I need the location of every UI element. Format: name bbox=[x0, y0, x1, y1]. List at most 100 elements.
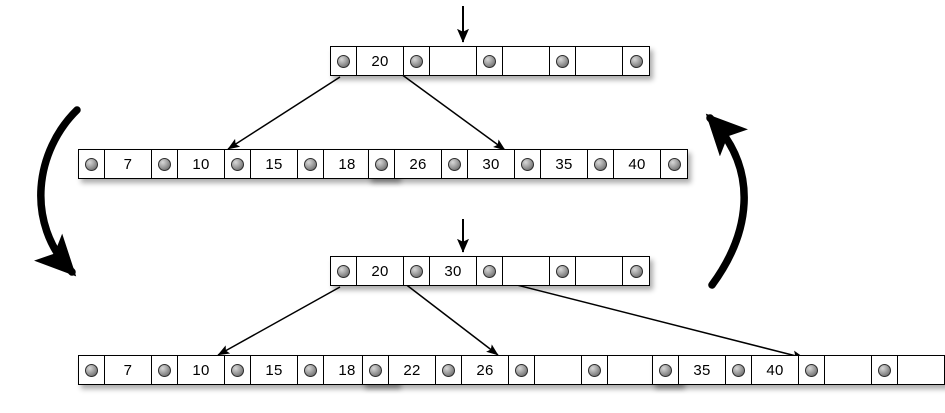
key-cell[interactable]: 18 bbox=[324, 150, 371, 178]
pointer-cell[interactable] bbox=[477, 47, 503, 75]
pointer-cell[interactable] bbox=[225, 150, 251, 178]
key-cell[interactable] bbox=[825, 356, 872, 384]
pointer-cell[interactable] bbox=[550, 257, 576, 285]
key-cell[interactable]: 35 bbox=[541, 150, 588, 178]
key-cell[interactable] bbox=[503, 257, 550, 285]
pointer-cell[interactable] bbox=[225, 356, 251, 384]
key-cell[interactable] bbox=[576, 47, 623, 75]
key-cell[interactable] bbox=[430, 47, 477, 75]
key-cell[interactable] bbox=[535, 356, 582, 384]
pointer-dot-icon bbox=[304, 363, 317, 377]
key-cell[interactable] bbox=[608, 356, 655, 384]
key-cell[interactable] bbox=[503, 47, 550, 75]
pointer-cell[interactable] bbox=[653, 356, 679, 384]
pointer-cell[interactable] bbox=[623, 257, 649, 285]
pointer-dot-icon bbox=[448, 157, 461, 171]
key-cell[interactable]: 10 bbox=[178, 356, 225, 384]
pointer-cell[interactable] bbox=[550, 47, 576, 75]
pointer-cell[interactable] bbox=[331, 47, 357, 75]
key-cell[interactable]: 26 bbox=[462, 356, 509, 384]
key-cell[interactable]: 30 bbox=[468, 150, 515, 178]
key-cell[interactable] bbox=[576, 257, 623, 285]
pointer-dot-icon bbox=[369, 363, 382, 377]
pointer-dot-icon bbox=[410, 264, 423, 278]
pointer-cell[interactable] bbox=[404, 257, 430, 285]
pointer-dot-icon bbox=[483, 264, 496, 278]
pointer-dot-icon bbox=[304, 157, 317, 171]
pointer-dot-icon bbox=[556, 264, 569, 278]
key-cell[interactable]: 26 bbox=[395, 150, 442, 178]
pointer-arrow-top-right bbox=[400, 73, 506, 151]
pointer-dot-icon bbox=[667, 157, 681, 171]
leaf-node-before-left[interactable]: 7 10 15 18 bbox=[78, 149, 398, 179]
pointer-cell[interactable] bbox=[477, 257, 503, 285]
pointer-dot-icon bbox=[375, 157, 388, 171]
pointer-dot-icon bbox=[521, 157, 534, 171]
pointer-cell[interactable] bbox=[331, 257, 357, 285]
key-cell[interactable]: 40 bbox=[614, 150, 661, 178]
pointer-cell[interactable] bbox=[623, 47, 649, 75]
leaf-node-after-middle[interactable]: 22 26 bbox=[362, 355, 682, 385]
pointer-dot-icon bbox=[337, 54, 350, 68]
key-cell[interactable]: 20 bbox=[357, 47, 404, 75]
pointer-cell[interactable] bbox=[404, 47, 430, 75]
pointer-dot-icon bbox=[231, 363, 244, 377]
pointer-dot-icon bbox=[556, 54, 569, 68]
pointer-cell[interactable] bbox=[872, 356, 898, 384]
pointer-dot-icon bbox=[442, 363, 455, 377]
leaf-node-before-right[interactable]: 26 30 35 40 bbox=[368, 149, 688, 179]
pointer-dot-icon bbox=[158, 157, 171, 171]
pointer-cell[interactable] bbox=[442, 150, 468, 178]
root-node-before[interactable]: 20 bbox=[330, 46, 650, 76]
pointer-arrow-bottom-left bbox=[217, 286, 341, 356]
pointer-dot-icon bbox=[629, 54, 643, 68]
pointer-cell[interactable] bbox=[436, 356, 462, 384]
pointer-cell[interactable] bbox=[726, 356, 752, 384]
key-cell[interactable] bbox=[898, 356, 945, 384]
pointer-cell[interactable] bbox=[152, 356, 178, 384]
pointer-dot-icon bbox=[629, 264, 643, 278]
pointer-cell[interactable] bbox=[363, 356, 389, 384]
pointer-cell[interactable] bbox=[79, 150, 105, 178]
key-cell[interactable]: 7 bbox=[105, 356, 152, 384]
key-cell[interactable]: 40 bbox=[752, 356, 799, 384]
key-cell[interactable]: 35 bbox=[679, 356, 726, 384]
pointer-cell[interactable] bbox=[588, 150, 614, 178]
pointer-dot-icon bbox=[515, 363, 528, 377]
pointer-dot-icon bbox=[337, 264, 350, 278]
key-cell[interactable]: 10 bbox=[178, 150, 225, 178]
pointer-cell[interactable] bbox=[152, 150, 178, 178]
pointer-cell[interactable] bbox=[298, 356, 324, 384]
key-cell[interactable]: 22 bbox=[389, 356, 436, 384]
pointer-arrow-bottom-middle bbox=[403, 282, 499, 356]
pointer-cell[interactable] bbox=[369, 150, 395, 178]
pointer-dot-icon bbox=[85, 363, 98, 377]
key-cell[interactable]: 20 bbox=[357, 257, 404, 285]
transition-arrow-left bbox=[34, 106, 81, 277]
pointer-dot-icon bbox=[158, 363, 171, 377]
pointer-dot-icon bbox=[231, 157, 244, 171]
key-cell[interactable]: 30 bbox=[430, 257, 477, 285]
pointer-cell[interactable] bbox=[661, 150, 687, 178]
leaf-node-after-right[interactable]: 35 40 bbox=[652, 355, 945, 385]
pointer-cell[interactable] bbox=[298, 150, 324, 178]
pointer-cell[interactable] bbox=[509, 356, 535, 384]
pointer-cell[interactable] bbox=[799, 356, 825, 384]
pointer-arrow-top-left bbox=[227, 76, 341, 150]
pointer-cell[interactable] bbox=[79, 356, 105, 384]
pointer-cell[interactable] bbox=[515, 150, 541, 178]
key-cell[interactable]: 15 bbox=[251, 150, 298, 178]
pointer-dot-icon bbox=[805, 363, 818, 377]
pointer-dot-icon bbox=[732, 363, 745, 377]
key-cell[interactable]: 15 bbox=[251, 356, 298, 384]
key-cell[interactable]: 7 bbox=[105, 150, 152, 178]
root-node-after[interactable]: 20 30 bbox=[330, 256, 650, 286]
pointer-dot-icon bbox=[410, 54, 423, 68]
pointer-dot-icon bbox=[878, 363, 891, 377]
pointer-dot-icon bbox=[659, 363, 672, 377]
leaf-node-after-left[interactable]: 7 10 15 18 bbox=[78, 355, 398, 385]
pointer-dot-icon bbox=[594, 157, 607, 171]
transition-arrow-right bbox=[705, 113, 748, 289]
pointer-cell[interactable] bbox=[582, 356, 608, 384]
